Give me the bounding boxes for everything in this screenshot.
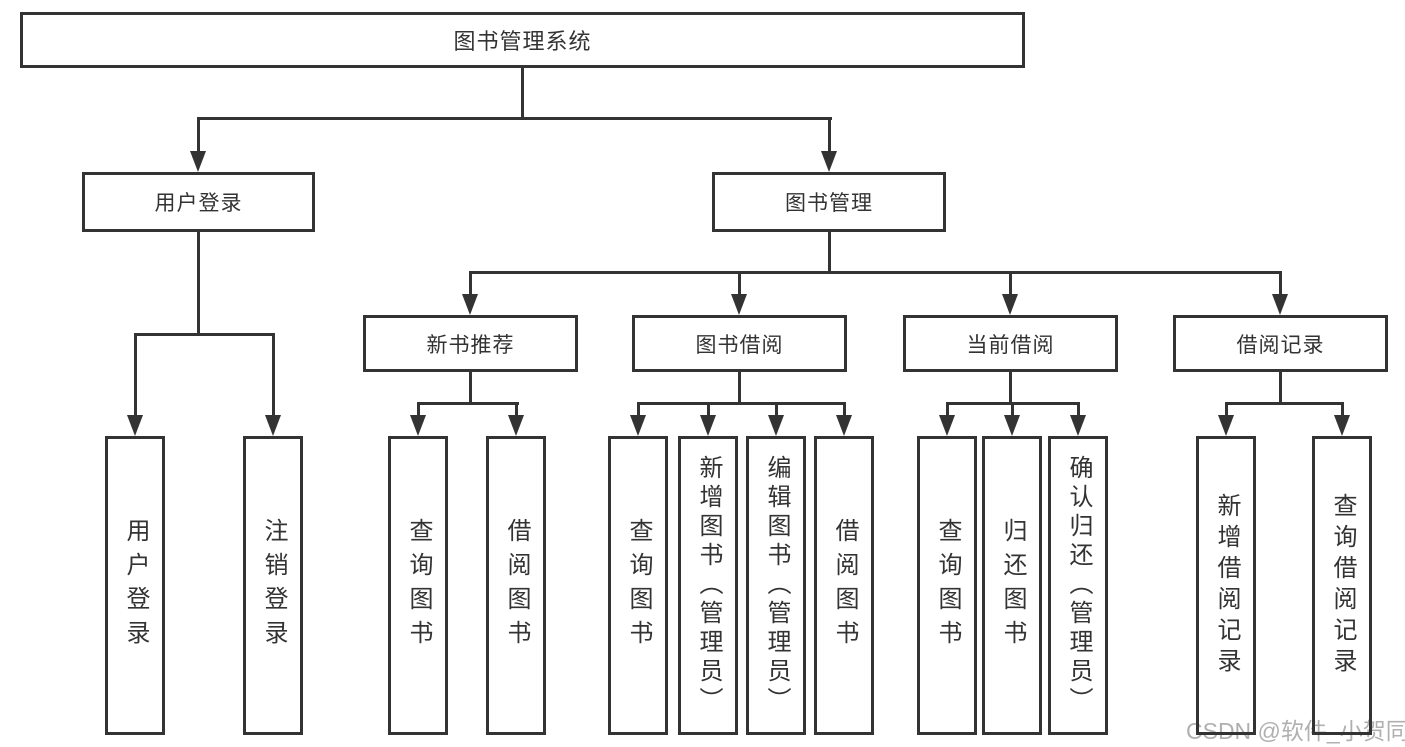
leaf-bb-query-books-label: 查询图书 (625, 517, 652, 654)
connector-line (272, 333, 275, 416)
connector-line (738, 372, 741, 405)
leaf-logout-login: 注销登录 (243, 436, 303, 735)
arrowhead-down-icon (700, 415, 716, 436)
arrowhead-down-icon (1334, 415, 1350, 436)
leaf-bb-borrow-books: 借阅图书 (814, 436, 874, 735)
leaf-cb-return-books: 归还图书 (982, 436, 1042, 735)
leaf-bb-edit-books-admin: 编辑图书（管理员） (746, 436, 806, 735)
node-root-label: 图书管理系统 (453, 29, 592, 54)
leaf-user-login: 用户登录 (105, 436, 165, 735)
node-root: 图书管理系统 (20, 12, 1025, 68)
node-user-login-label: 用户登录 (154, 192, 243, 215)
connector-line (1279, 372, 1282, 405)
arrowhead-down-icon (1004, 415, 1020, 436)
connector-line (469, 271, 472, 295)
node-borrowing-records: 借阅记录 (1173, 315, 1388, 372)
leaf-bb-query-books: 查询图书 (608, 436, 668, 735)
arrowhead-down-icon (836, 415, 852, 436)
leaf-bb-edit-books-admin-label: 编辑图书（管理员） (763, 455, 790, 716)
arrowhead-down-icon (508, 415, 524, 436)
arrowhead-down-icon (127, 415, 143, 436)
leaf-nbr-query-books: 查询图书 (388, 436, 448, 735)
node-new-book-recommendation: 新书推荐 (363, 315, 578, 372)
connector-line (738, 271, 741, 295)
arrowhead-down-icon (265, 415, 281, 436)
node-current-borrowing: 当前借阅 (903, 315, 1118, 372)
leaf-bb-add-books-admin: 新增图书（管理员） (678, 436, 738, 735)
connector-line (1225, 402, 1344, 405)
arrowhead-down-icon (1272, 294, 1288, 315)
leaf-br-query-borrow-record: 查询借阅记录 (1312, 436, 1372, 735)
connector-line (828, 117, 831, 153)
connector-line (521, 68, 524, 118)
connector-line (515, 402, 518, 416)
leaf-bb-add-books-admin-label: 新增图书（管理员） (695, 455, 722, 716)
connector-line (828, 232, 831, 273)
connector-line (197, 117, 200, 153)
connector-line (1341, 402, 1344, 416)
connector-line (1011, 402, 1014, 416)
connector-line (946, 402, 949, 416)
leaf-nbr-borrow-books-label: 借阅图书 (503, 517, 530, 654)
connector-line (707, 402, 710, 416)
connector-line (1009, 372, 1012, 405)
connector-line (469, 372, 472, 405)
arrowhead-down-icon (1070, 415, 1086, 436)
node-book-borrowing: 图书借阅 (632, 315, 847, 372)
connector-line (1009, 271, 1012, 295)
node-book-borrowing-label: 图书借阅 (695, 333, 784, 357)
connector-line (197, 232, 200, 335)
connector-line (637, 402, 846, 405)
connector-line (637, 402, 640, 416)
node-current-borrowing-label: 当前借阅 (966, 333, 1055, 357)
leaf-bb-borrow-books-label: 借阅图书 (831, 517, 858, 654)
connector-line (134, 333, 137, 416)
connector-line (197, 117, 832, 120)
node-new-book-recommendation-label: 新书推荐 (426, 333, 515, 357)
connector-line (134, 333, 275, 336)
leaf-cb-confirm-return-admin-label: 确认归还（管理员） (1065, 455, 1092, 716)
arrowhead-down-icon (939, 415, 955, 436)
arrowhead-down-icon (462, 294, 478, 315)
leaf-user-login-label: 用户登录 (122, 517, 149, 654)
leaf-cb-confirm-return-admin: 确认归还（管理员） (1048, 436, 1108, 735)
connector-line (417, 402, 519, 405)
connector-line (1077, 402, 1080, 416)
leaf-nbr-query-books-label: 查询图书 (405, 517, 432, 654)
node-user-login: 用户登录 (82, 172, 315, 232)
node-book-management: 图书管理 (712, 172, 946, 232)
connector-line (775, 402, 778, 416)
arrowhead-down-icon (731, 294, 747, 315)
node-book-management-label: 图书管理 (785, 192, 873, 215)
node-borrowing-records-label: 借阅记录 (1236, 333, 1325, 357)
leaf-br-add-borrow-record: 新增借阅记录 (1196, 436, 1256, 735)
leaf-nbr-borrow-books: 借阅图书 (486, 436, 546, 735)
arrowhead-down-icon (630, 415, 646, 436)
arrowhead-down-icon (410, 415, 426, 436)
watermark: CSDN @软件_小贺同学 (1186, 718, 1405, 744)
connector-line (843, 402, 846, 416)
leaf-cb-query-books-label: 查询图书 (934, 517, 961, 654)
arrowhead-down-icon (821, 151, 837, 172)
connector-line (417, 402, 420, 416)
leaf-cb-return-books-label: 归还图书 (999, 517, 1026, 654)
leaf-cb-query-books: 查询图书 (917, 436, 977, 735)
connector-line (1225, 402, 1228, 416)
leaf-br-query-borrow-record-label: 查询借阅记录 (1329, 492, 1356, 679)
arrowhead-down-icon (768, 415, 784, 436)
arrowhead-down-icon (190, 151, 206, 172)
leaf-br-add-borrow-record-label: 新增借阅记录 (1213, 492, 1240, 679)
arrowhead-down-icon (1218, 415, 1234, 436)
connector-line (1279, 271, 1282, 295)
connector-line (469, 271, 1282, 274)
leaf-logout-login-label: 注销登录 (260, 517, 287, 654)
arrowhead-down-icon (1002, 294, 1018, 315)
